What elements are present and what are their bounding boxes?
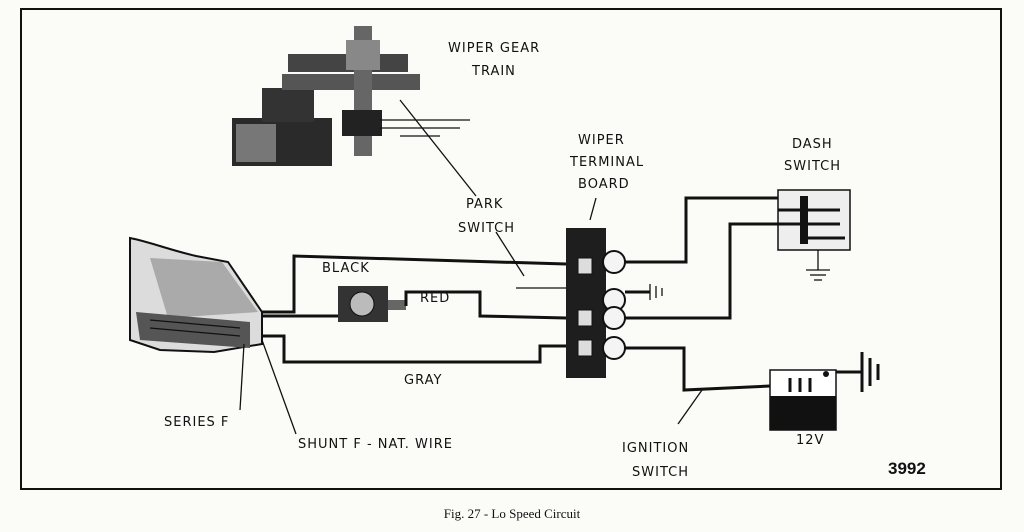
label-shunt-f: SHUNT F - NAT. WIRE [298,437,453,452]
label-battery-voltage: 12V [796,433,824,448]
wires [262,196,778,392]
battery [769,352,880,431]
wiper-motor [129,236,263,354]
label-ignition-switch-line1: IGNITION [622,441,689,456]
dash-switch [777,189,851,281]
leader-lines [239,99,703,435]
label-park-switch-line2: SWITCH [458,221,515,236]
label-wiper-terminal-line2: TERMINAL [569,155,644,170]
figure-caption: Fig. 27 - Lo Speed Circuit [443,506,581,521]
label-black-wire: BLACK [322,261,370,276]
label-ignition-switch-line2: SWITCH [632,465,689,480]
park-switch-component [338,286,406,322]
label-wiper-terminal-line3: BOARD [578,177,630,192]
label-series-f: SERIES F [164,415,229,430]
wiper-gear-train [232,26,470,166]
wiper-terminal-board [566,228,626,378]
figure-number: 3992 [888,459,926,478]
label-red-wire: RED [420,291,450,306]
label-wiper-gear-train-line2: TRAIN [471,64,516,79]
label-dash-switch-line2: SWITCH [784,159,841,174]
label-gray-wire: GRAY [404,373,442,388]
label-dash-switch-line1: DASH [792,137,833,152]
label-wiper-gear-train-line1: WIPER GEAR [448,41,540,56]
label-wiper-terminal-line1: WIPER [578,133,625,148]
label-park-switch-line1: PARK [466,197,503,212]
diagram-frame [20,8,1002,490]
